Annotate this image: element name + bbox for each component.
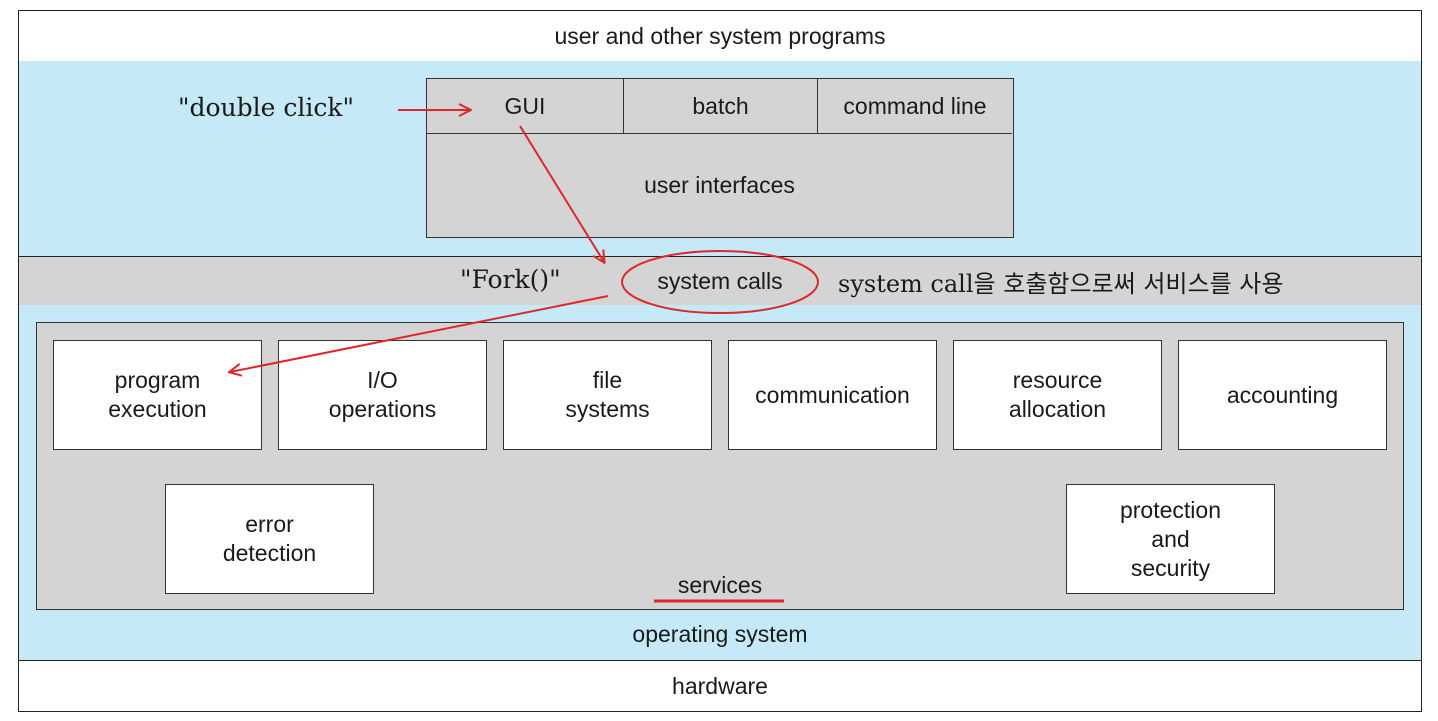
annotation-korean-note: system call을 호출함으로써 서비스를 사용: [838, 270, 1284, 298]
ui-item-batch: batch: [624, 79, 818, 134]
service-file-systems: file systems: [503, 340, 712, 450]
service-program-execution: program execution: [53, 340, 262, 450]
annotation-fork: "Fork()": [460, 265, 561, 294]
user-programs-layer: user and other system programs: [18, 10, 1422, 62]
services-label: services: [677, 571, 763, 598]
service-protection-security: protection and security: [1066, 484, 1275, 594]
ui-item-batch-label: batch: [692, 92, 749, 119]
service-error-detection: error detection: [165, 484, 374, 594]
ui-item-command-line: command line: [818, 79, 1012, 134]
hardware-layer: hardware: [18, 660, 1422, 712]
user-interfaces-label: user interfaces: [644, 171, 795, 198]
annotation-double-click: "double click": [178, 93, 355, 122]
ui-item-command-line-label: command line: [843, 92, 987, 119]
ui-item-gui: GUI: [427, 79, 624, 134]
user-programs-label: user and other system programs: [554, 22, 886, 49]
service-resource-allocation: resource allocation: [953, 340, 1162, 450]
user-interfaces-block: GUI batch command line user interfaces: [426, 78, 1014, 238]
operating-system-label: operating system: [632, 620, 808, 647]
system-calls-label: system calls: [657, 267, 783, 294]
hardware-label: hardware: [672, 672, 768, 699]
service-io-operations: I/O operations: [278, 340, 487, 450]
service-communication: communication: [728, 340, 937, 450]
service-accounting: accounting: [1178, 340, 1387, 450]
ui-item-gui-label: GUI: [504, 92, 546, 119]
